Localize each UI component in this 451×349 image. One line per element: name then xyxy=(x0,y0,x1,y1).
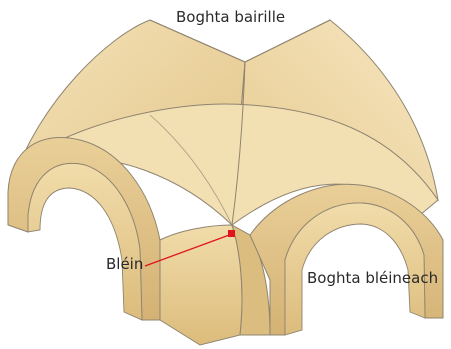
barrel-vault-label: Boghta bairille xyxy=(176,8,285,26)
central-pier xyxy=(160,225,242,345)
groin-marker xyxy=(228,230,235,237)
groin-vault-label: Boghta bléineach xyxy=(307,269,438,287)
groin-label: Bléin xyxy=(106,255,143,273)
